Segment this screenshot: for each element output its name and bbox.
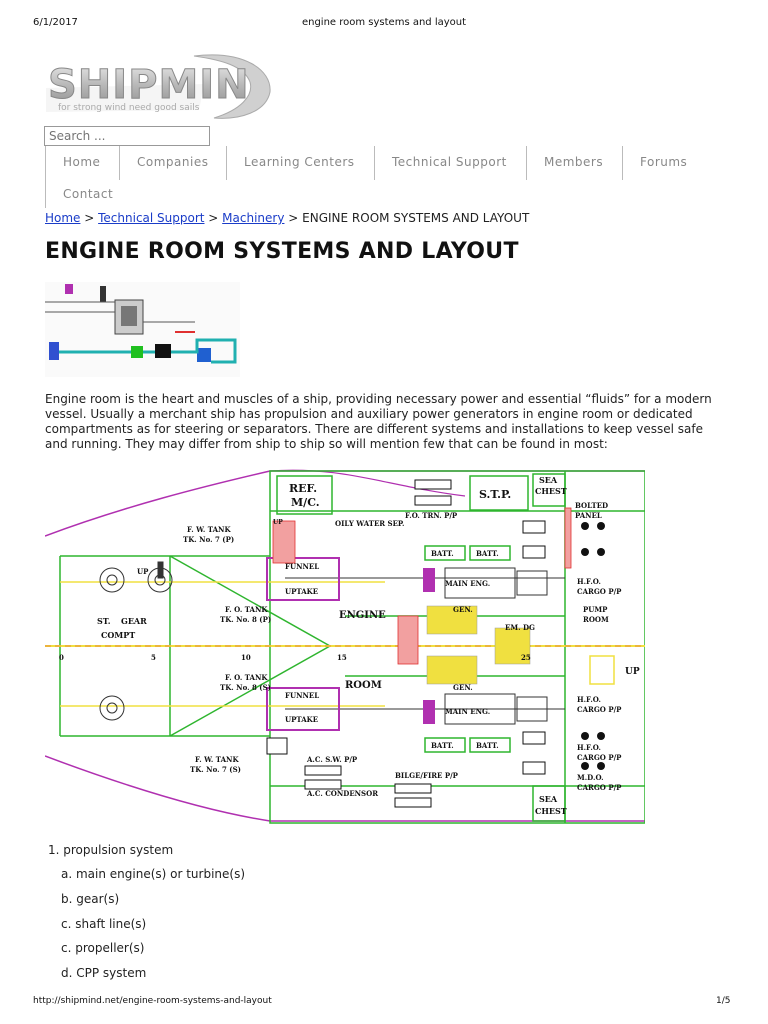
diagram-label-funnel-p: FUNNEL	[285, 562, 319, 571]
nav-item-forums[interactable]: Forums	[640, 155, 688, 169]
print-date: 6/1/2017	[33, 17, 78, 28]
diagram-label-up: UP	[137, 567, 149, 576]
nav-item-contact[interactable]: Contact	[63, 187, 114, 201]
list-item: c. shaft line(s)	[61, 917, 147, 931]
diagram-label-tk7p: TK. No. 7 (P)	[183, 535, 234, 544]
breadcrumb: Home > Technical Support > Machinery > E…	[45, 211, 530, 225]
diagram-label-room: ROOM	[345, 680, 382, 691]
engine-room-layout-diagram: REF. M/C. S.T.P. SEA CHEST F.O. TRN. P/P…	[45, 466, 645, 828]
diagram-label-hfo-s: H.F.O.	[577, 695, 601, 704]
diagram-label-acsw: A.C. S.W. P/P	[306, 755, 358, 764]
list-item: a. main engine(s) or turbine(s)	[61, 867, 246, 881]
diagram-label-cargo: CARGO P/P	[577, 783, 622, 792]
nav-divider	[374, 146, 375, 180]
diagram-label-oily-water-sep: OILY WATER SEP.	[335, 519, 404, 528]
diagram-label-sea-top: SEA	[539, 475, 558, 485]
print-page-number: 1/5	[716, 996, 731, 1006]
diagram-label-chest-bottom: CHEST	[535, 806, 567, 816]
diagram-label-bolted: BOLTED	[575, 501, 608, 510]
nav-item-learning-centers[interactable]: Learning Centers	[244, 155, 355, 169]
diagram-label-fw-tank-s: F. W. TANK	[195, 755, 239, 764]
breadcrumb-home-link[interactable]: Home	[45, 211, 81, 225]
main-nav: Home Companies Learning Centers Technica…	[45, 146, 725, 208]
diagram-label-engine: ENGINE	[339, 610, 386, 621]
diagram-label-uptake-p: UPTAKE	[285, 587, 318, 596]
nav-item-companies[interactable]: Companies	[137, 155, 209, 169]
engine-system-thumbnail	[45, 282, 240, 377]
diagram-label-batt: BATT.	[476, 549, 499, 558]
diagram-label-cargo-s: CARGO P/P	[577, 705, 622, 714]
diagram-label-bilge-fire: BILGE/FIRE P/P	[395, 771, 459, 780]
diagram-label-mc: M/C.	[291, 496, 320, 509]
diagram-label-gear: GEAR	[121, 616, 147, 626]
diagram-label-fo-tank-p: F. O. TANK	[225, 605, 268, 614]
diagram-label-main-eng-p: MAIN ENG.	[445, 579, 490, 588]
logo-wordmark: SHIPMIN	[48, 62, 250, 108]
nav-divider	[622, 146, 623, 180]
diagram-label-fo-tfr: F.O. TRN. P/P	[405, 511, 458, 520]
diagram-label-hfo: H.F.O.	[577, 743, 601, 752]
diagram-label-mdo: M.D.O.	[577, 773, 604, 782]
list-item: d. CPP system	[61, 966, 147, 980]
diagram-label-cargo-p: CARGO P/P	[577, 587, 622, 596]
diagram-label-tk8s: TK. No. 8 (S)	[220, 683, 271, 692]
print-url: http://shipmind.net/engine-room-systems-…	[33, 996, 272, 1006]
diagram-label-up: UP	[273, 519, 283, 526]
diagram-label-panel: PANEL	[575, 511, 602, 520]
diagram-label-batt: BATT.	[431, 741, 454, 750]
diagram-label-sea-bottom: SEA	[539, 794, 558, 804]
diagram-frame-0: 0	[59, 653, 64, 662]
diagram-label-gen: GEN.	[453, 605, 473, 614]
diagram-label-compt: COMPT	[101, 630, 135, 640]
diagram-label-up: UP	[625, 667, 640, 677]
diagram-label-pump-room: ROOM	[583, 615, 609, 624]
diagram-label-ref: REF.	[289, 482, 317, 495]
diagram-label-fw-tank-p: F. W. TANK	[187, 525, 231, 534]
diagram-label-cargo: CARGO P/P	[577, 753, 622, 762]
nav-divider	[226, 146, 227, 180]
diagram-label-tk7s: TK. No. 7 (S)	[190, 765, 241, 774]
diagram-frame-25: 25	[521, 653, 531, 662]
nav-item-technical-support[interactable]: Technical Support	[392, 155, 507, 169]
diagram-label-hfo-p: H.F.O.	[577, 577, 601, 586]
diagram-label-batt: BATT.	[476, 741, 499, 750]
page-title: ENGINE ROOM SYSTEMS AND LAYOUT	[45, 239, 519, 264]
diagram-label-em-dg: EM. DG	[505, 623, 535, 632]
nav-item-members[interactable]: Members	[544, 155, 604, 169]
list-item: 1. propulsion system	[48, 843, 174, 857]
diagram-label-pump: PUMP	[583, 605, 608, 614]
diagram-frame-10: 10	[241, 653, 251, 662]
nav-divider	[45, 176, 46, 208]
diagram-label-fo-tank-s: F. O. TANK	[225, 673, 268, 682]
nav-divider	[119, 146, 120, 180]
diagram-label-main-eng-s: MAIN ENG.	[445, 707, 490, 716]
diagram-frame-15: 15	[337, 653, 347, 662]
breadcrumb-technical-support-link[interactable]: Technical Support	[98, 211, 205, 225]
diagram-label-funnel-s: FUNNEL	[285, 691, 319, 700]
search-input[interactable]	[44, 126, 210, 146]
list-item: c. propeller(s)	[61, 941, 145, 955]
diagram-label-batt: BATT.	[431, 549, 454, 558]
diagram-label-st: ST.	[97, 616, 111, 626]
nav-divider	[45, 146, 46, 180]
diagram-label-uptake-s: UPTAKE	[285, 715, 318, 724]
nav-divider	[526, 146, 527, 180]
diagram-label-chest-top: CHEST	[535, 486, 567, 496]
nav-item-home[interactable]: Home	[63, 155, 101, 169]
breadcrumb-current: ENGINE ROOM SYSTEMS AND LAYOUT	[302, 211, 530, 225]
shipmind-logo[interactable]: SHIPMIN for strong wind need good sails	[44, 48, 274, 128]
diagram-label-gen: GEN.	[453, 683, 473, 692]
breadcrumb-machinery-link[interactable]: Machinery	[222, 211, 285, 225]
diagram-label-ac-condensor: A.C. CONDENSOR	[306, 789, 378, 798]
intro-paragraph: Engine room is the heart and muscles of …	[45, 392, 712, 451]
diagram-label-stp: S.T.P.	[479, 488, 511, 501]
list-item: b. gear(s)	[61, 892, 120, 906]
print-title: engine room systems and layout	[301, 17, 467, 28]
logo-tagline: for strong wind need good sails	[58, 103, 200, 113]
diagram-frame-5: 5	[151, 653, 156, 662]
diagram-label-tk8p: TK. No. 8 (P)	[220, 615, 271, 624]
